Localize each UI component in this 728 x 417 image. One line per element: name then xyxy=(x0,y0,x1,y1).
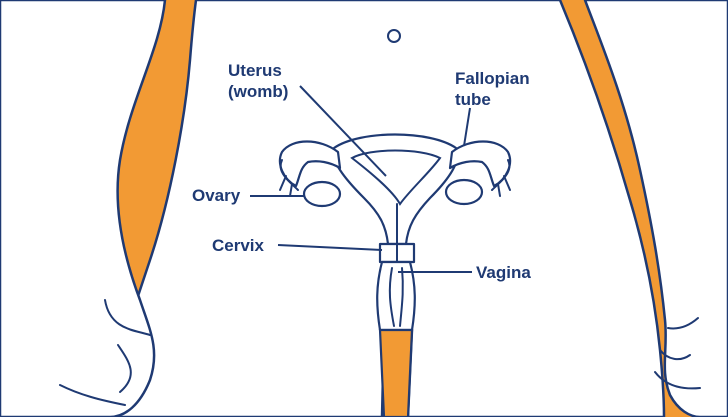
left-ovary xyxy=(304,182,340,206)
uterus-label-line1: Uterus xyxy=(228,60,288,81)
lower-canal xyxy=(380,330,412,417)
right-ovary xyxy=(446,180,482,204)
fallopian-label-line2: tube xyxy=(455,89,530,110)
ovary-label: Ovary xyxy=(192,185,240,206)
fallopian-label-line1: Fallopian xyxy=(455,68,530,89)
uterus-label: Uterus (womb) xyxy=(228,60,288,102)
cervix-label: Cervix xyxy=(212,235,264,256)
vagina-label: Vagina xyxy=(476,262,531,283)
fallopian-tube-label: Fallopian tube xyxy=(455,68,530,110)
uterus-label-line2: (womb) xyxy=(228,81,288,102)
